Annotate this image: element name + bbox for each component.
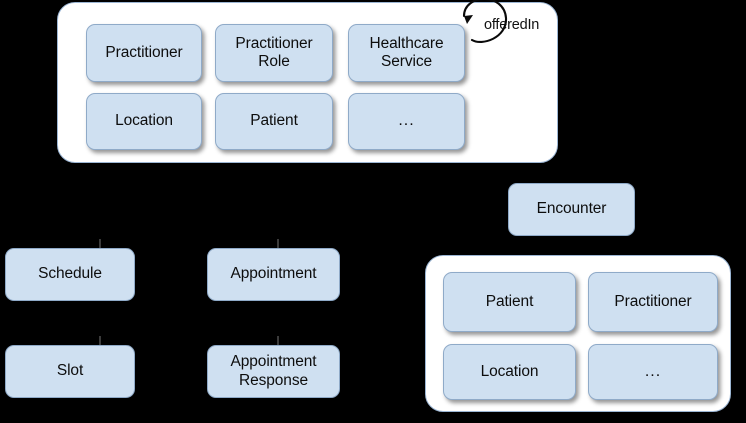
connector-stub-appointment <box>277 239 279 248</box>
box-label: Slot <box>56 362 84 380</box>
box-label: Practitioner <box>105 43 183 61</box>
box-patient-encounter[interactable]: Patient <box>443 272 576 332</box>
box-practitioner-role[interactable]: Practitioner Role <box>215 24 333 82</box>
box-label: Location <box>115 112 173 130</box>
box-more-encounter[interactable]: ... <box>588 344 718 400</box>
box-schedule[interactable]: Schedule <box>5 248 135 301</box>
box-appointment[interactable]: Appointment <box>207 248 340 301</box>
box-location-actor[interactable]: Location <box>86 93 202 150</box>
box-label: ... <box>644 362 662 380</box>
box-practitioner-actor[interactable]: Practitioner <box>86 24 202 82</box>
box-label: Healthcare Service <box>369 34 444 70</box>
box-label: Appointment Response <box>230 353 317 389</box>
box-practitioner-encounter[interactable]: Practitioner <box>588 272 718 332</box>
box-label: Patient <box>250 112 298 130</box>
box-healthcare-service[interactable]: Healthcare Service <box>348 24 465 82</box>
box-label: Appointment <box>230 265 317 283</box>
box-patient-actor[interactable]: Patient <box>215 93 333 150</box>
connector-stub-schedule <box>99 239 101 248</box>
box-encounter[interactable]: Encounter <box>508 183 635 236</box>
box-label: Patient <box>485 292 534 310</box>
box-label: Encounter <box>536 200 607 218</box>
connector-stub-appointment-response <box>277 336 279 345</box>
offered-in-label: offeredIn <box>484 17 540 33</box>
box-label: Schedule <box>38 265 102 283</box>
box-label: Practitioner Role <box>235 34 313 70</box>
box-location-encounter[interactable]: Location <box>443 344 576 400</box>
box-label: ... <box>398 112 415 130</box>
box-label: Practitioner <box>614 292 692 310</box>
box-slot[interactable]: Slot <box>5 345 135 398</box>
box-appointment-response[interactable]: Appointment Response <box>207 345 340 398</box>
connector-stub-slot <box>99 336 101 345</box>
box-more-actor[interactable]: ... <box>348 93 465 150</box>
box-label: Location <box>480 362 539 380</box>
